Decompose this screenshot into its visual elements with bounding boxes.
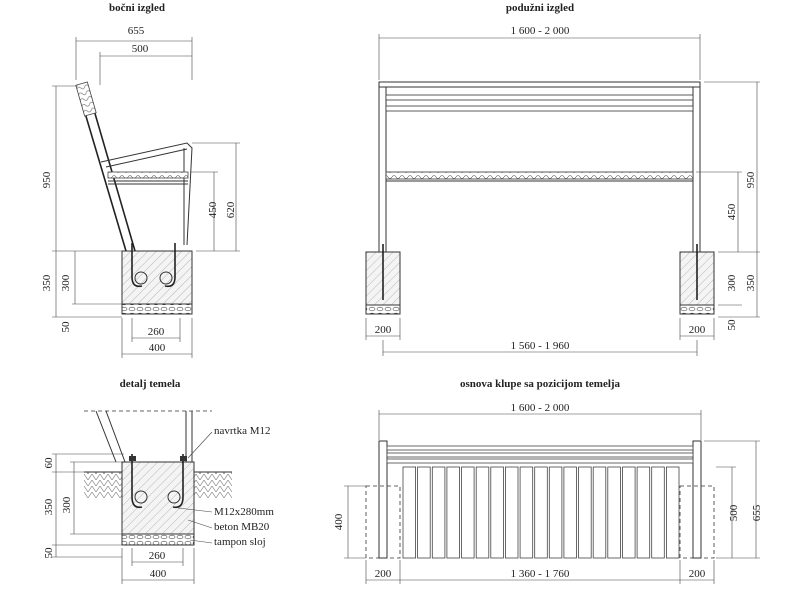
foundation-detail-view: detalj temela navrtka M12 M12x280mm beto… [43,378,274,584]
seat-slat [666,466,680,559]
seat-slats [402,466,680,559]
dim-detail-300: 300 [61,496,73,513]
dim-side-400: 400 [149,342,166,354]
dim-plan-500: 500 [728,504,740,521]
dim-front-50: 50 [726,319,738,331]
dim-side-50: 50 [60,321,72,333]
plan-view: osnova klupe sa pozicijom temelja 1 600 … [333,378,763,584]
seat-slat [519,466,534,559]
callout-nut: navrtka M12 [214,425,271,437]
seat-slat [563,466,577,559]
dim-detail-260: 260 [149,550,166,562]
seat-slat [548,466,563,559]
dim-side-950: 950 [41,171,53,188]
dim-front-right-foot: 200 [689,324,706,336]
detail-view-title: detalj temela [120,378,181,390]
dim-plan-400: 400 [333,513,345,530]
seat-slat [622,466,636,559]
dim-plan-span: 1 360 - 1 760 [511,568,570,580]
dim-front-450: 450 [726,203,738,220]
seat-slat [402,466,417,559]
seat-slat [534,466,548,559]
dim-side-300: 300 [60,274,72,291]
dim-side-450: 450 [207,201,219,218]
dim-side-500: 500 [132,43,149,55]
seat-slat [607,466,621,559]
callout-fill: tampon sloj [214,536,266,548]
side-view-title: bočni izgled [109,2,165,14]
seat-slat [490,466,504,559]
dim-side-620: 620 [225,201,237,218]
dim-front-length: 1 600 - 2 000 [511,25,570,37]
dim-front-350: 350 [745,274,757,291]
seat-slat [578,466,592,559]
dim-plan-655: 655 [751,504,763,521]
seat-slat [461,466,475,559]
dim-plan-right-foot: 200 [689,568,706,580]
callout-concrete: beton MB20 [214,521,270,533]
seat-slat [446,466,460,559]
side-view: bočni izgled 655 500 950 350 [41,2,240,358]
dim-detail-50: 50 [43,547,55,559]
dim-front-950: 950 [745,171,757,188]
dim-detail-350: 350 [43,498,55,515]
callout-bolt: M12x280mm [214,506,274,518]
dim-detail-60: 60 [43,457,55,469]
dim-side-260: 260 [148,326,165,338]
front-view: podužni izgled 1 600 - 2 000 950 350 450 [365,2,760,356]
seat-slat [431,466,446,559]
front-view-title: podužni izgled [506,2,574,14]
seat-slat [504,466,519,559]
dim-front-left-foot: 200 [375,324,392,336]
dim-plan-left-foot: 200 [375,568,392,580]
dim-front-300: 300 [726,274,738,291]
seat-slat [417,466,431,559]
dim-detail-400: 400 [150,568,167,580]
seat-slat [592,466,607,559]
dim-side-655: 655 [128,25,145,37]
plan-view-title: osnova klupe sa pozicijom temelja [460,378,621,390]
dim-side-350: 350 [41,274,53,291]
dim-front-span: 1 560 - 1 960 [511,340,570,352]
seat-slat [636,466,651,559]
seat-slat [651,466,665,559]
seat-slat [475,466,490,559]
dim-plan-length: 1 600 - 2 000 [511,402,570,414]
